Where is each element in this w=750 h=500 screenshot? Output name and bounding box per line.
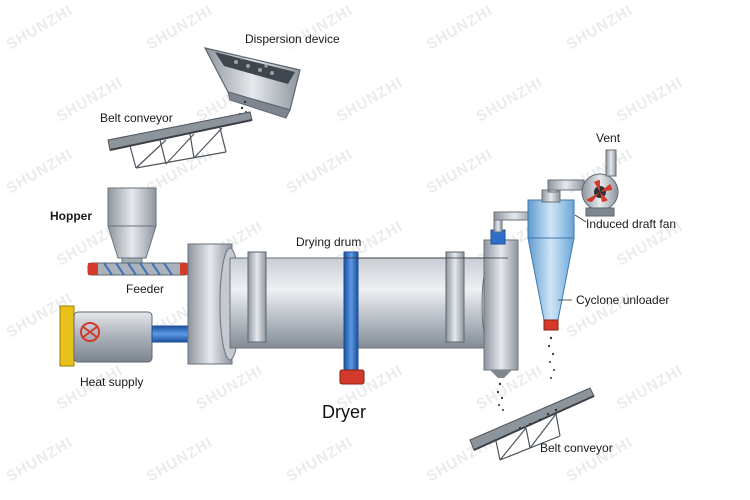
label-dispersion-device: Dispersion device <box>245 32 340 46</box>
watermark-text: SHUNZHI <box>474 74 546 126</box>
label-cyclone-unloader: Cyclone unloader <box>576 293 669 307</box>
label-induced-draft-fan: Induced draft fan <box>586 217 676 231</box>
watermark-text: SHUNZHI <box>614 362 686 414</box>
dispersion-device <box>203 47 301 119</box>
label-hopper: Hopper <box>50 209 92 223</box>
watermark-text: SHUNZHI <box>144 2 216 54</box>
watermark-text: SHUNZHI <box>284 434 356 486</box>
watermark-text: SHUNZHI <box>614 74 686 126</box>
feeder <box>87 262 190 276</box>
leader-lines <box>344 214 587 301</box>
watermark-text: SHUNZHI <box>284 146 356 198</box>
watermark-text: SHUNZHI <box>424 2 496 54</box>
watermark-text: SHUNZHI <box>4 2 76 54</box>
hopper <box>107 187 157 267</box>
watermark-text: SHUNZHI <box>4 434 76 486</box>
watermark-text: SHUNZHI <box>144 434 216 486</box>
belt-conveyor-bottom <box>469 387 595 461</box>
label-heat-supply: Heat supply <box>80 375 143 389</box>
label-vent: Vent <box>596 131 621 145</box>
watermark-text: SHUNZHI <box>334 74 406 126</box>
falling-material-drum <box>496 382 504 411</box>
belt-conveyor-top <box>107 111 253 169</box>
watermark-text: SHUNZHI <box>564 2 636 54</box>
label-feeder: Feeder <box>126 282 164 296</box>
cyclone-unloader <box>527 189 575 331</box>
label-belt-conveyor-top: Belt conveyor <box>100 111 173 125</box>
label-drying-drum: Drying drum <box>296 235 361 249</box>
falling-material-cyclone <box>547 336 555 379</box>
induced-draft-fan <box>547 149 619 217</box>
heat-supply <box>59 305 189 367</box>
discharge-end-housing <box>481 229 519 378</box>
watermark-text: SHUNZHI <box>4 146 76 198</box>
label-belt-conveyor-bottom: Belt conveyor <box>540 441 613 455</box>
watermark-text: SHUNZHI <box>194 362 266 414</box>
drying-drum <box>229 251 493 385</box>
watermark-text: SHUNZHI <box>424 146 496 198</box>
label-dryer: Dryer <box>322 402 366 422</box>
